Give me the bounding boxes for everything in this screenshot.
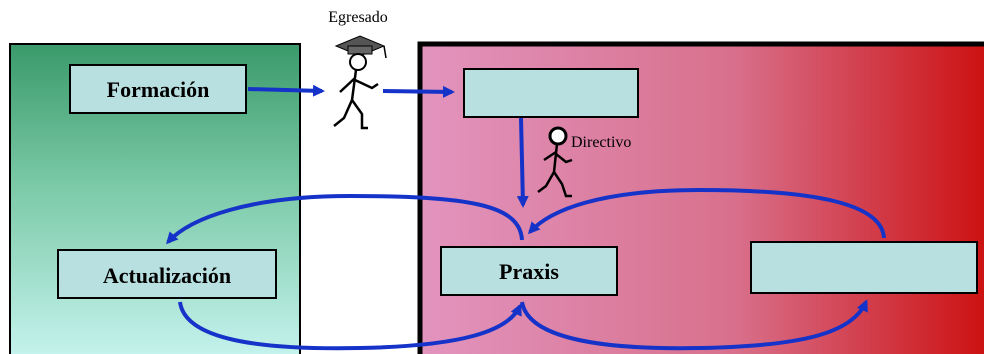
arrow-praxis-to-actualizacion <box>165 193 524 245</box>
actualizacion-box: Actualización <box>57 249 277 299</box>
arrow-praxis-to-right-box <box>520 299 868 351</box>
formacion-label: Formación <box>107 77 210 102</box>
arrow-egresado-to-box <box>382 85 455 98</box>
formacion-box: Formación <box>69 64 247 114</box>
right-empty-box <box>750 241 978 294</box>
praxis-label: Praxis <box>499 259 559 284</box>
arrow-formacion-to-egresado <box>247 84 325 97</box>
arrow-right-box-to-praxis <box>527 187 886 239</box>
top-right-empty-box <box>463 68 639 118</box>
praxis-box: Praxis <box>440 246 618 296</box>
egresado-label: Egresado <box>328 9 388 26</box>
actualizacion-label: Actualización <box>103 263 231 288</box>
walking-stick-figure-icon <box>537 126 573 198</box>
graduate-stick-figure-icon <box>333 35 387 130</box>
arrow-actualizacion-to-praxis <box>178 301 522 351</box>
arrow-box-to-praxis <box>516 117 529 208</box>
directivo-label: Directivo <box>571 134 631 151</box>
